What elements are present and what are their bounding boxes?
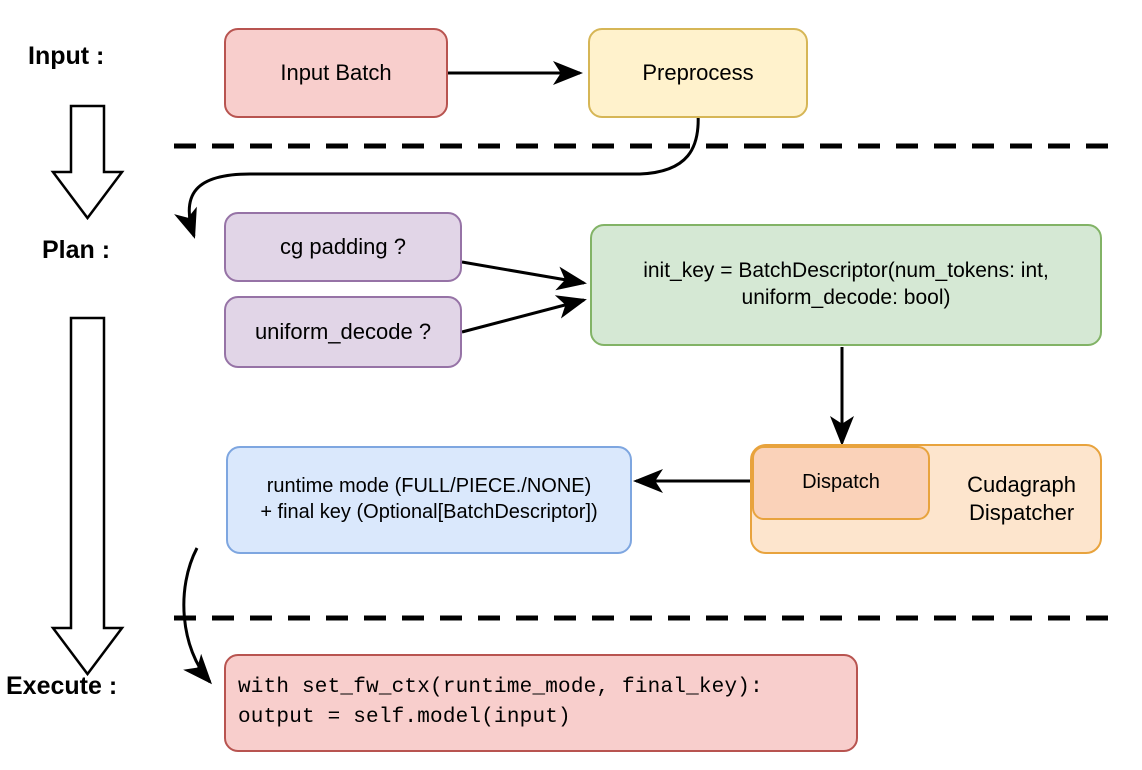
node-uniform-decode[interactable]: uniform_decode ?	[224, 296, 462, 368]
stage-label-plan: Plan :	[42, 236, 111, 264]
node-init-key-label: init_key = BatchDescriptor(num_tokens: i…	[643, 259, 1049, 309]
plan-to-execute-block-arrow	[50, 316, 125, 677]
edge-uniform-decode-to-init-key	[461, 295, 587, 334]
node-dispatch-label: Dispatch	[802, 471, 880, 494]
stage-label-input: Input :	[28, 42, 105, 70]
node-init-key[interactable]: init_key = BatchDescriptor(num_tokens: i…	[590, 224, 1102, 346]
input-to-plan-block-arrow	[50, 104, 125, 221]
edge-preprocess-to-cg-padding	[174, 112, 700, 239]
node-cg-padding[interactable]: cg padding ?	[224, 212, 462, 282]
node-runtime-mode[interactable]: runtime mode (FULL/PIECE./NONE) + final …	[226, 446, 632, 554]
node-preprocess[interactable]: Preprocess	[588, 28, 808, 118]
node-runtime-mode-label: runtime mode (FULL/PIECE./NONE) + final …	[260, 475, 598, 523]
node-cudagraph-dispatcher-label: Cudagraph Dispatcher	[967, 471, 1076, 525]
node-input-batch[interactable]: Input Batch	[224, 28, 448, 118]
node-input-batch-label: Input Batch	[280, 59, 392, 85]
node-preprocess-label: Preprocess	[642, 59, 754, 85]
node-cg-padding-label: cg padding ?	[280, 233, 406, 259]
node-execute-code[interactable]: with set_fw_ctx(runtime_mode, final_key)…	[224, 654, 858, 752]
edge-cg-padding-to-init-key	[461, 260, 587, 291]
node-dispatch[interactable]: Dispatch	[752, 446, 930, 520]
node-uniform-decode-label: uniform_decode ?	[254, 318, 432, 344]
edge-runtime-mode-to-execute-code	[182, 547, 212, 685]
node-execute-code-label: with set_fw_ctx(runtime_mode, final_key)…	[238, 675, 763, 729]
stage-label-execute: Execute :	[6, 672, 118, 700]
